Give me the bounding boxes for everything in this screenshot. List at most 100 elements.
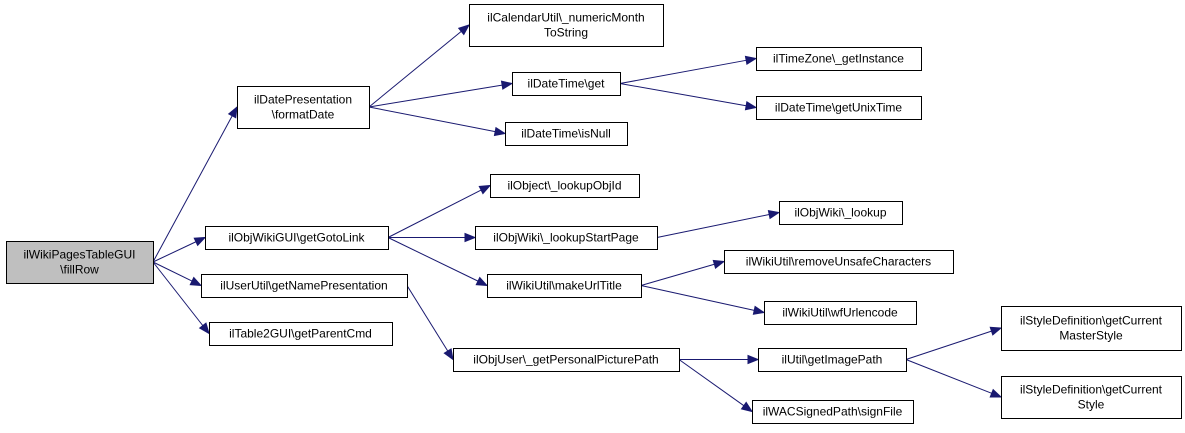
edge-persPic-to-imgPath [679,354,760,365]
node-label: ilDateTime\isNull [521,127,611,141]
node-owLookup[interactable]: ilObjWiki\_lookup [779,201,903,225]
node-getNamePres[interactable]: ilUserUtil\getNamePresentation [201,274,408,298]
arrowhead-icon [712,259,726,269]
node-box [453,348,680,372]
arrowhead-icon [989,388,1003,398]
node-persPic[interactable]: ilObjUser\_getPersonalPicturePath [453,348,680,372]
edge-line [387,189,482,238]
edge-line [619,83,747,107]
edge-line [368,30,462,108]
node-box [475,226,658,250]
edge-formatDate-to-numMonth [368,24,471,108]
node-label: MasterStyle [1059,329,1123,343]
edge-imgPath-to-curStyle [905,359,1003,398]
node-label: ilTimeZone\_getInstance [773,52,904,66]
node-box [487,274,642,298]
node-label: \fillRow [60,263,99,277]
node-label: ilUserUtil\getNamePresentation [220,279,387,293]
node-box [209,322,393,346]
node-box [756,96,922,120]
node-label: ilObjUser\_getPersonalPicturePath [473,353,658,367]
arrowhead-icon [193,236,207,247]
node-box [756,47,922,71]
node-label: ilWACSignedPath\signFile [763,405,903,419]
node-makeUrl[interactable]: ilWikiUtil\makeUrlTitle [487,274,642,298]
node-label: ilDateTime\getUnixTime [775,101,902,115]
edge-line [368,84,503,108]
node-label: ilObjWiki\_lookup [794,206,886,220]
edge-getGotoLink-to-makeUrl [387,237,489,287]
node-box [779,201,903,225]
edge-fillRow-to-getGotoLink [152,236,207,263]
node-fillRow[interactable]: ilWikiPagesTableGUI\fillRow [6,241,154,284]
arrowhead-icon [227,105,238,119]
edge-line [656,214,770,238]
node-label: ilStyleDefinition\getCurrent [1020,383,1163,397]
node-formatDate[interactable]: ilDatePresentation\formatDate [237,86,370,129]
edge-lookupStart-to-owLookup [656,209,781,238]
node-label: ilStyleDefinition\getCurrent [1020,314,1163,328]
node-getParentCmd[interactable]: ilTable2GUI\getParentCmd [209,322,393,346]
node-wfUrl[interactable]: ilWikiUtil\wfUrlencode [764,301,917,325]
node-box [6,241,154,284]
node-label: ilTable2GUI\getParentCmd [229,327,372,341]
node-signFile[interactable]: ilWACSignedPath\signFile [752,400,914,424]
edge-getNamePres-to-persPic [406,285,454,361]
node-box [201,274,408,298]
edge-persPic-to-signFile [678,359,754,413]
node-label: ilDateTime\get [528,77,606,91]
nodes-layer: ilWikiPagesTableGUI\fillRow ilDatePresent… [6,4,1182,424]
edge-getGotoLink-to-lookupStart [388,232,477,243]
edge-makeUrl-to-wfUrl [640,285,766,315]
edge-line [619,59,747,84]
node-label: ilObject\_lookupObjId [507,179,621,193]
arrowhead-icon [198,322,210,335]
edge-dtGet-to-tzGetInst [619,55,758,84]
node-label: ilUtil\getImagePath [782,353,883,367]
node-lookupObjId[interactable]: ilObject\_lookupObjId [490,174,640,198]
arrowhead-icon [478,184,492,195]
edge-makeUrl-to-removeUnsafe [640,259,726,286]
edge-line [640,285,755,311]
arrowhead-icon [457,24,471,36]
node-lookupStart[interactable]: ilObjWiki\_lookupStartPage [475,226,658,250]
arrowhead-icon [443,348,454,361]
node-dtUnix[interactable]: ilDateTime\getUnixTime [756,96,922,120]
node-dtGet[interactable]: ilDateTime\get [512,72,621,96]
node-label: ToString [544,26,588,40]
edge-fillRow-to-getParentCmd [152,261,210,335]
edge-formatDate-to-dtGet [368,80,514,108]
node-label: \formatDate [272,108,335,122]
node-imgPath[interactable]: ilUtil\getImagePath [758,348,907,372]
node-getGotoLink[interactable]: ilObjWikiGUI\getGotoLink [205,226,389,250]
arrowhead-icon [989,326,1003,336]
node-tzGetInst[interactable]: ilTimeZone\_getInstance [756,47,922,71]
edge-getGotoLink-to-lookupObjId [387,184,492,238]
edge-line [905,330,992,360]
node-dtIsNull[interactable]: ilDateTime\isNull [505,122,628,146]
arrowhead-icon [475,276,489,287]
edge-line [387,237,479,282]
edge-line [368,106,496,133]
arrowhead-icon [189,276,203,287]
arrowhead-icon [500,80,514,90]
edge-fillRow-to-formatDate [152,105,238,263]
node-box [1001,306,1182,351]
node-label: ilWikiUtil\makeUrlTitle [506,279,622,293]
arrowhead-icon [464,232,477,243]
edge-formatDate-to-dtIsNull [368,106,507,137]
node-box [1001,376,1182,419]
arrowhead-icon [744,55,758,66]
node-box [490,174,640,198]
node-box [752,400,914,424]
node-box [469,4,664,47]
node-label: ilWikiUtil\removeUnsafeCharacters [746,255,931,269]
arrowhead-icon [740,401,754,413]
node-box [505,122,628,146]
node-removeUnsafe[interactable]: ilWikiUtil\removeUnsafeCharacters [724,250,954,274]
node-box [237,86,370,129]
